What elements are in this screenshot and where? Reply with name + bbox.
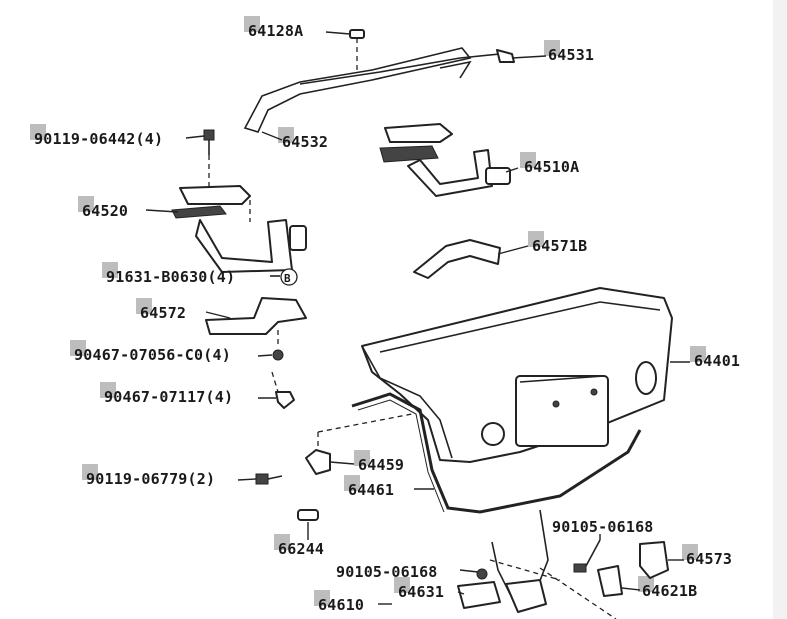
bracket-64571B [413, 239, 501, 279]
callout-b-letter: B [284, 272, 291, 285]
bolt-90119-06442 [203, 129, 215, 190]
clip-90467-07117 [271, 371, 295, 409]
hinge-64520 [171, 185, 307, 273]
bumper-64573 [639, 541, 669, 579]
bolt-90119-06779 [255, 473, 283, 485]
page-edge-strip [773, 0, 787, 619]
weatherstrip-64461 [351, 392, 642, 514]
torsion-bar-assembly [243, 29, 515, 133]
fastener-90467-07056 [272, 330, 284, 361]
hinge-64510A [379, 123, 511, 197]
bracket-64621B [597, 565, 623, 597]
trunk-lid-64401 [361, 287, 673, 463]
latch-assembly [457, 509, 617, 619]
callout-90105-06168-left: 90105-06168 [336, 563, 438, 581]
bracket-64572 [205, 297, 307, 335]
callout-90105-06168-right: 90105-06168 [552, 518, 654, 536]
clip-90105-06168 [573, 539, 601, 573]
